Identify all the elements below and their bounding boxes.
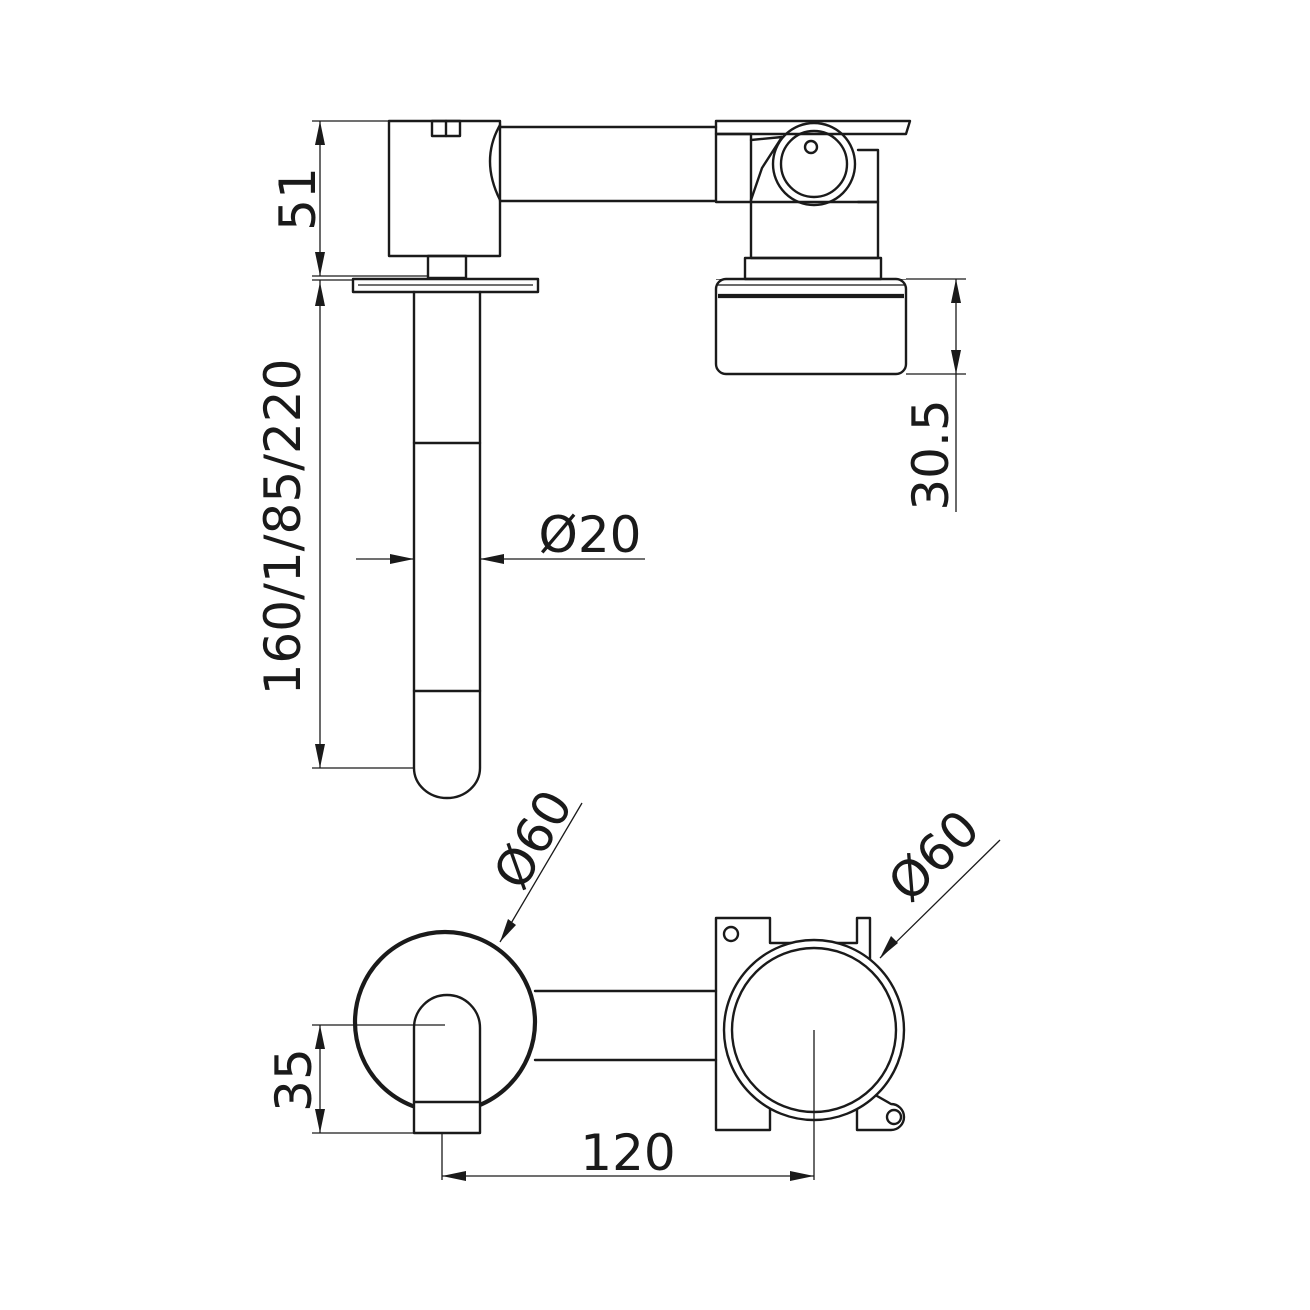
dim-centre-distance: 120 xyxy=(442,1124,814,1182)
dim-body-projection: 30.5 xyxy=(902,278,966,512)
dim-label-handle-height: 51 xyxy=(269,167,327,231)
dim-plate-diameter-left: Ø60 xyxy=(482,780,584,943)
connecting-bar xyxy=(498,125,718,203)
dim-label-centre-distance: 120 xyxy=(580,1124,675,1182)
dim-label-plate-diameter-right: Ø60 xyxy=(877,799,991,913)
mixer-body xyxy=(714,119,912,281)
dim-spout-length: 160/1/85/220 xyxy=(254,279,414,769)
side-view-dimensions: 51 160/1/85/220 Ø20 30.5 xyxy=(254,120,966,769)
spout-front xyxy=(412,993,482,1180)
handle-cover-plate xyxy=(722,938,906,1180)
dim-plate-diameter-right: Ø60 xyxy=(877,799,1001,959)
front-view xyxy=(352,916,906,1180)
protective-cap xyxy=(714,277,908,376)
dim-handle-height: 51 xyxy=(269,120,428,277)
dim-label-spout-length: 160/1/85/220 xyxy=(254,359,312,696)
spout xyxy=(412,290,482,800)
dim-spout-offset: 35 xyxy=(265,1024,445,1134)
side-view xyxy=(351,119,912,800)
dim-spout-diameter: Ø20 xyxy=(356,506,645,564)
mixer-body-front xyxy=(714,916,906,1132)
dim-label-spout-diameter: Ø20 xyxy=(539,506,642,564)
dim-label-body-projection: 30.5 xyxy=(902,399,960,510)
dim-label-spout-offset: 35 xyxy=(265,1048,323,1112)
lever-handle xyxy=(387,119,502,280)
connecting-bar-front xyxy=(533,989,718,1062)
dim-label-plate-diameter-left: Ø60 xyxy=(482,780,584,898)
wall-flange xyxy=(351,277,540,294)
